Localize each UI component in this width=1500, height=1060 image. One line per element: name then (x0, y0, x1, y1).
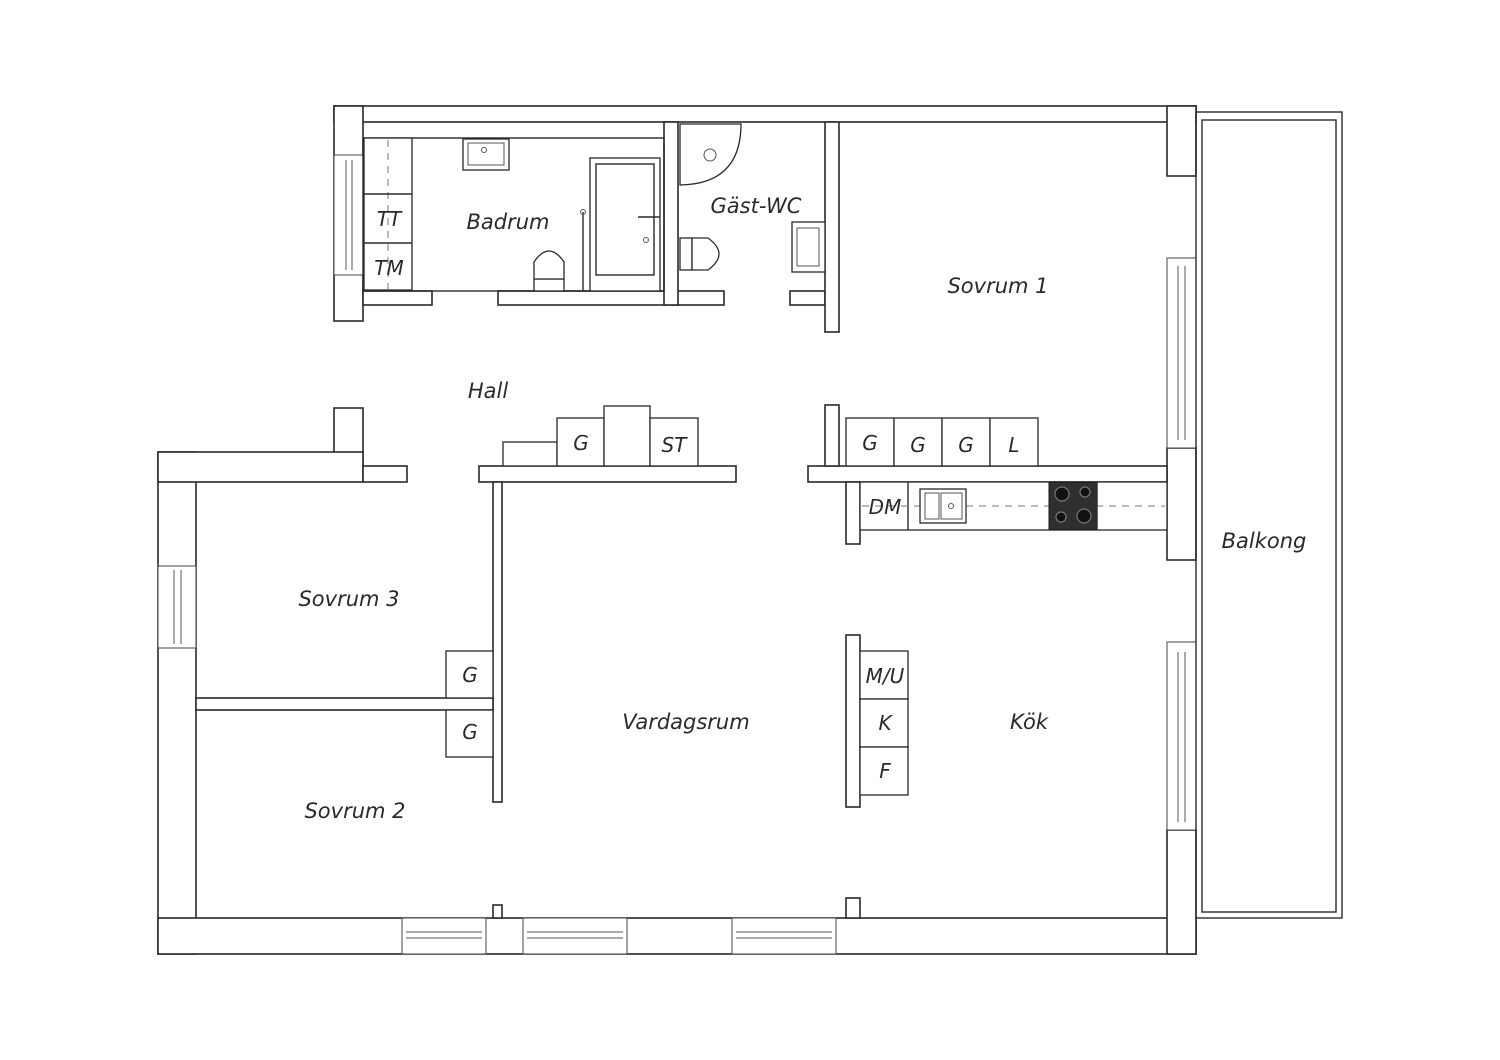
wall-bottom (157, 917, 1197, 955)
kitchen-sink (919, 488, 967, 524)
island-k (859, 698, 909, 748)
windows (157, 154, 1197, 955)
fixture-label-sovrum2-g: G (462, 720, 478, 744)
wall-bath-wc (663, 121, 679, 306)
wall-left-bedrooms (157, 451, 197, 955)
window-sovrum2 (401, 917, 487, 955)
wall-right-mid (1166, 447, 1197, 561)
wc-toilet-tank (679, 237, 693, 271)
wall-sovrum1-kok (807, 465, 1168, 483)
window-vardagsrum-1 (522, 917, 628, 955)
wc-shower (679, 123, 742, 186)
bedroom-wardrobes (445, 650, 494, 758)
fixture-label-sovrum1-g3: G (958, 433, 974, 457)
fixture-label-dm: DM (869, 495, 902, 519)
badrum-toilet (533, 250, 565, 280)
island-mu (859, 650, 909, 700)
fixture-label-sovrum1-g2: G (910, 433, 926, 457)
wall-bath-bottom (497, 290, 725, 306)
wall-living-bedrooms (492, 481, 503, 803)
fixture-label-sovrum3-g: G (462, 663, 478, 687)
wall-sovrum1-stub (824, 404, 840, 467)
sovrum1-wardrobes (845, 417, 1039, 467)
wall-sovrum3-sovrum2 (195, 697, 494, 711)
sovrum2-wardrobe (445, 709, 494, 758)
fixture-label-f: F (879, 759, 891, 783)
wall-living-stub (492, 904, 503, 919)
room-label-badrum: Badrum (466, 210, 549, 234)
wall-kitchen-island (845, 634, 861, 808)
badrum-fixtures (362, 137, 665, 292)
wall-hall-left (362, 465, 408, 483)
room-label-balkong: Balkong (1222, 529, 1307, 553)
room-label-kok: Kök (1010, 710, 1049, 734)
hall-pillar (603, 405, 651, 467)
wall-top (333, 105, 1197, 123)
sovrum1-linen (989, 417, 1039, 467)
island-f (859, 746, 909, 796)
room-label-sovrum3: Sovrum 3 (298, 587, 399, 611)
badrum-shower (589, 157, 661, 292)
room-label-hall: Hall (468, 379, 508, 403)
hall-shelf (502, 441, 558, 467)
fixture-labels: TT TM G ST G G G L DM M/U K F G G (374, 207, 1019, 783)
room-labels: Badrum Gäst-WC Sovrum 1 Hall Sovrum 3 So… (298, 194, 1306, 823)
badrum-cabinet (363, 137, 413, 291)
window-kok (1166, 641, 1197, 831)
wall-right-bottom (1166, 829, 1197, 955)
hall-closet-st (649, 417, 699, 467)
badrum-outline (362, 137, 665, 292)
kitchen-counter (859, 481, 1168, 531)
wall-right-top (1166, 105, 1197, 177)
kitchen-island (859, 650, 909, 796)
window-sovrum1 (1166, 257, 1197, 449)
window-vardagsrum-2 (731, 917, 837, 955)
fixture-label-mu: M/U (866, 664, 905, 688)
sovrum3-wardrobe (445, 650, 494, 699)
fixture-label-hall-st: ST (662, 433, 689, 457)
fixture-label-hall-g: G (573, 431, 589, 455)
fixture-label-sovrum1-l: L (1008, 433, 1019, 457)
window-sovrum3 (157, 565, 197, 649)
balcony (1195, 111, 1343, 919)
wall-top-sovrum3 (157, 451, 364, 483)
wall-wc-sovrum1 (824, 121, 840, 333)
fixture-label-tm: TM (374, 256, 403, 280)
room-label-vardagsrum: Vardagsrum (622, 710, 749, 734)
hall-closets (502, 405, 699, 467)
wall-bath-bottom-left (362, 290, 433, 306)
wall-kitchen-counter-end (845, 481, 861, 545)
room-label-sovrum1: Sovrum 1 (947, 274, 1048, 298)
fixture-label-sovrum1-g1: G (862, 431, 878, 455)
balcony-outline (1195, 111, 1343, 919)
window-badrum (333, 154, 364, 276)
gast-wc-fixtures (679, 123, 826, 273)
wall-kitchen-stub (845, 897, 861, 919)
outer-walls (157, 105, 1197, 955)
wc-toilet (691, 237, 720, 271)
fixture-label-tt: TT (377, 207, 403, 231)
balcony-railing (1201, 119, 1337, 913)
interior-walls (195, 121, 1168, 919)
room-label-gast-wc: Gäst-WC (711, 194, 802, 218)
badrum-toilet-tank (533, 278, 565, 292)
fixture-label-k: K (878, 711, 893, 735)
wall-wc-bottom (789, 290, 826, 306)
wall-hall-living (478, 465, 737, 483)
room-label-sovrum2: Sovrum 2 (304, 799, 405, 823)
